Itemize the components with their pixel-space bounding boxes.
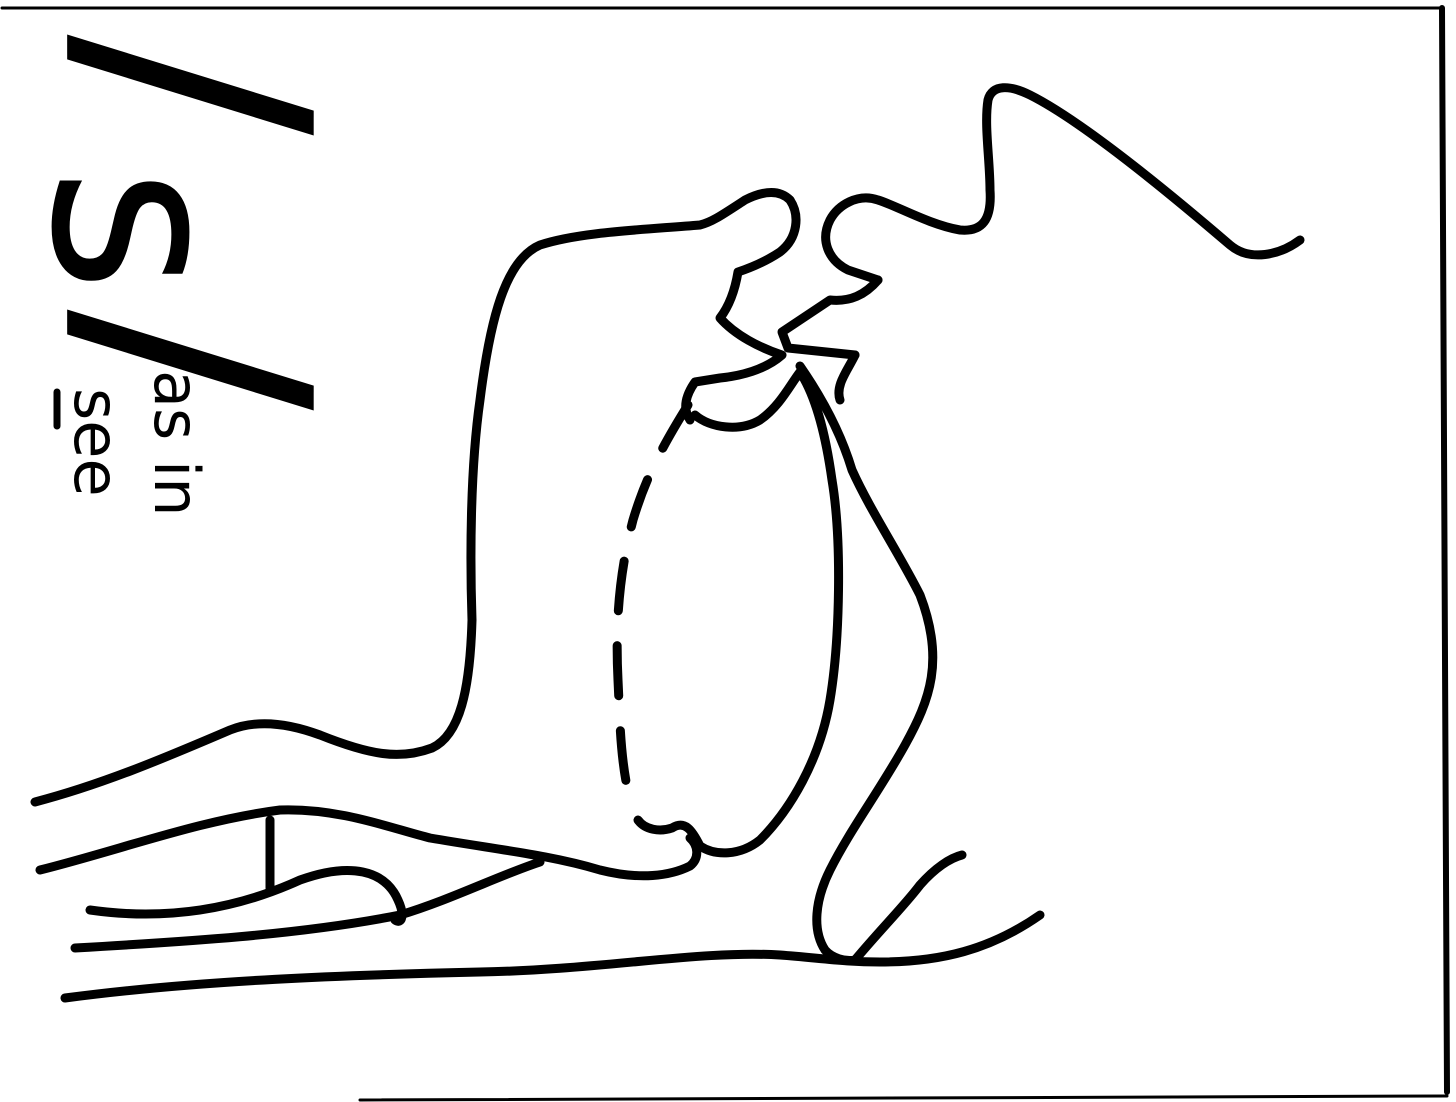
- nose-profile: [826, 88, 1300, 280]
- oral-cavity-dashed: [617, 405, 688, 800]
- jaw-line: [40, 810, 697, 876]
- hard-palate-edge: [839, 355, 855, 400]
- upper-lip: [782, 280, 878, 355]
- lower-teeth: [686, 200, 796, 420]
- epiglottis: [855, 855, 962, 960]
- caption-prefix: as in: [140, 370, 213, 517]
- palate-line: [800, 366, 933, 961]
- phoneme-symbol: s: [0, 167, 278, 292]
- throat-lower: [65, 915, 1040, 998]
- example-word: see: [60, 388, 133, 497]
- phoneme-label: / s / as in see: [0, 34, 373, 516]
- hyoid: [90, 870, 402, 921]
- phoneme-open-slash: /: [24, 34, 373, 137]
